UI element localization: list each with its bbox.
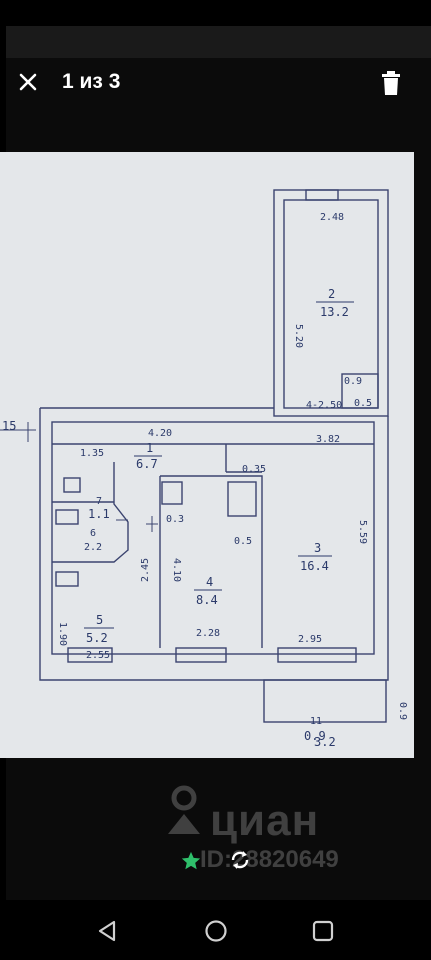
dim-3-82: 3.82	[316, 434, 340, 445]
close-icon	[19, 73, 37, 91]
dim-3-2: 3.2	[314, 735, 336, 749]
floor-plan-photo[interactable]: 2 13.2 1 6.7 3 16.4 4 8.4 5 5.2 6 2.2 7 …	[0, 152, 414, 758]
status-bar	[0, 0, 431, 26]
recents-square-icon	[312, 920, 334, 942]
room-6-area: 2.2	[84, 542, 102, 553]
dim-15: 15	[2, 419, 16, 433]
dim-4-20: 4.20	[148, 428, 172, 439]
dim-2-45: 2.45	[140, 558, 151, 582]
room-5-number: 5	[96, 613, 103, 627]
nav-recents-button[interactable]	[310, 918, 336, 944]
room-6-number: 6	[90, 528, 96, 539]
android-nav-bar	[0, 900, 431, 960]
room-2-area: 13.2	[320, 305, 349, 319]
room-11-number: 11	[310, 716, 322, 727]
dim-1-90: 1.90	[57, 622, 68, 646]
star-icon	[181, 851, 201, 870]
closet-area-b: 0.5	[234, 536, 252, 547]
room-1-number: 1	[146, 441, 153, 455]
watermark: циан ID:28820649	[160, 780, 390, 880]
image-counter: 1 из 3	[62, 70, 121, 93]
dim-2-55: 2.55	[86, 650, 110, 661]
dim-4-10: 4.10	[171, 558, 182, 582]
dim-2-95: 2.95	[298, 634, 322, 645]
delete-button[interactable]	[380, 70, 402, 96]
room-7-area: 1.1	[88, 507, 110, 521]
home-circle-icon	[205, 920, 227, 942]
dim-1-35: 1.35	[80, 448, 104, 459]
nav-back-button[interactable]	[94, 918, 120, 944]
room-2-number: 2	[328, 287, 335, 301]
trash-icon	[382, 71, 400, 95]
dim-0-35: 0.35	[242, 464, 266, 475]
viewer-top-strip	[6, 26, 431, 58]
room-11-area: 0.9	[304, 729, 326, 743]
back-triangle-icon	[98, 920, 116, 942]
dim-2-28: 2.28	[196, 628, 220, 639]
dim-0-9-balcony: 0.9	[397, 702, 408, 720]
rotate-button[interactable]	[228, 848, 252, 872]
watermark-brand: циан	[210, 796, 320, 845]
favorite-marker	[180, 850, 202, 872]
nav-home-button[interactable]	[203, 918, 229, 944]
closet-area-a: 0.3	[166, 514, 184, 525]
dim-2-50: 4-2.50	[306, 400, 342, 411]
watermark-id: ID:28820649	[200, 846, 339, 873]
dim-2-48: 2.48	[320, 212, 344, 223]
room-3-area: 16.4	[300, 559, 329, 573]
close-button[interactable]	[14, 68, 42, 96]
rotate-icon	[231, 851, 249, 869]
room-7-number: 7	[96, 496, 102, 507]
dim-0-9: 0.9	[344, 376, 362, 387]
room-4-area: 8.4	[196, 593, 218, 607]
dim-5-59: 5.59	[357, 520, 368, 544]
room-5-area: 5.2	[86, 631, 108, 645]
floor-plan-drawing: 2 13.2 1 6.7 3 16.4 4 8.4 5 5.2 6 2.2 7 …	[0, 152, 414, 758]
room-1-area: 6.7	[136, 457, 158, 471]
room-3-number: 3	[314, 541, 321, 555]
dim-5-20: 5.20	[293, 324, 304, 348]
map-pin-icon	[168, 785, 200, 834]
closet-area-c: 0.5	[354, 398, 372, 409]
room-4-number: 4	[206, 575, 213, 589]
